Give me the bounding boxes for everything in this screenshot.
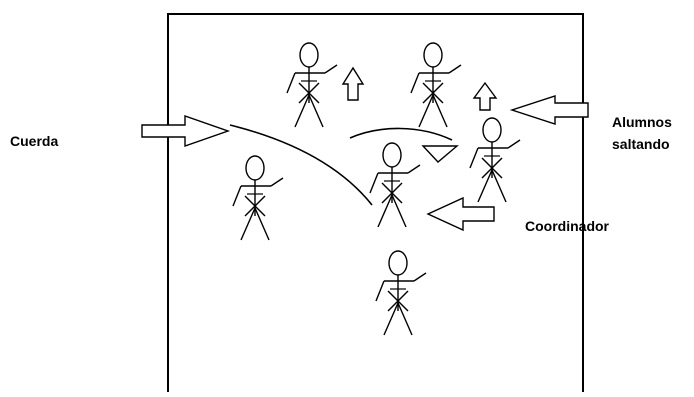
up-arrow-icon-2 [472, 81, 498, 111]
arrow-to-coordinator-icon [426, 196, 495, 232]
student-figure-4 [232, 155, 284, 241]
student-figure-5 [375, 250, 427, 336]
rope-upper [349, 127, 453, 141]
label-coordinador: Coordinador [525, 218, 609, 234]
student-figure-2 [410, 42, 462, 128]
coordinator-figure [369, 142, 421, 228]
label-cuerda: Cuerda [10, 133, 59, 149]
up-arrow-icon-1 [341, 66, 365, 101]
arrow-to-rope-icon [141, 115, 231, 147]
rope [229, 124, 373, 206]
label-alumnos-saltando: Alumnos saltando [612, 111, 672, 155]
field-frame [167, 13, 584, 392]
student-figure-1 [286, 42, 338, 128]
triangle-marker [421, 145, 459, 163]
student-figure-3 [469, 117, 521, 203]
arrow-to-students-icon [509, 95, 589, 125]
label-alumnos-line2: saltando [612, 136, 670, 152]
label-alumnos-line1: Alumnos [612, 114, 672, 130]
